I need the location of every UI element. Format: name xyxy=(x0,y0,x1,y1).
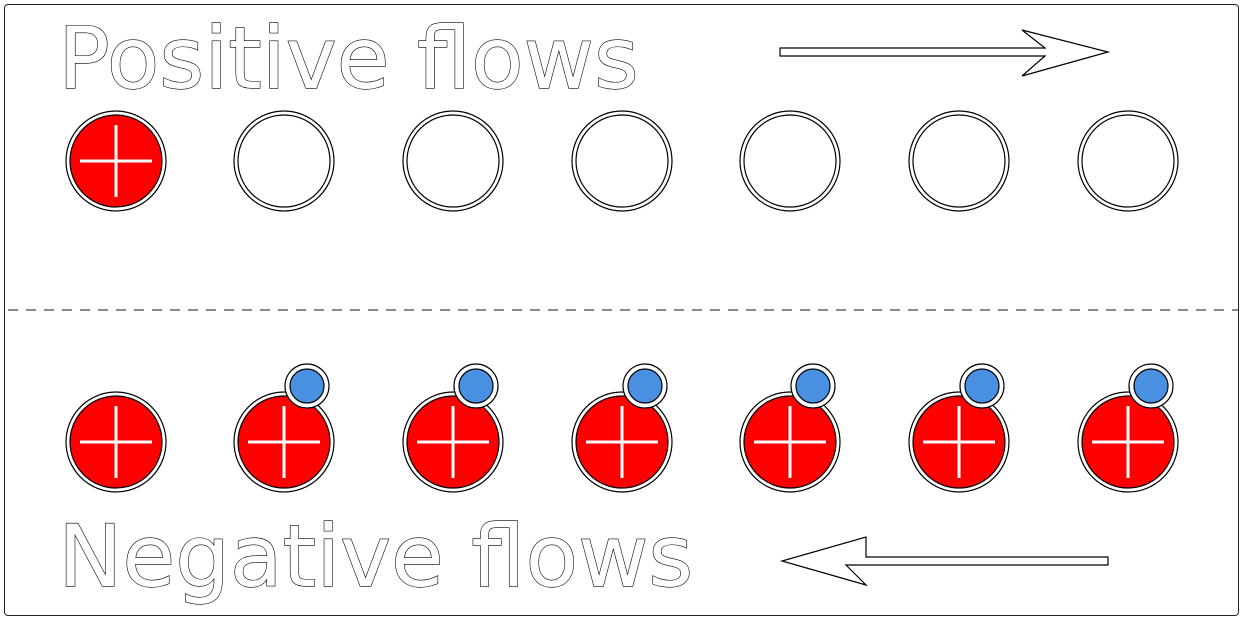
empty-slot xyxy=(571,110,673,212)
blue-dot-icon xyxy=(622,363,668,409)
blue-dot-icon xyxy=(284,363,330,409)
empty-slot xyxy=(739,110,841,212)
plus-charge-icon xyxy=(739,391,841,493)
diagram-frame xyxy=(4,4,1239,616)
blue-dot-icon xyxy=(790,363,836,409)
plus-charge-icon xyxy=(402,391,504,493)
empty-slot xyxy=(1077,110,1179,212)
plus-charge-icon xyxy=(908,391,1010,493)
blue-dot-icon xyxy=(959,363,1005,409)
plus-charge-icon xyxy=(233,391,335,493)
left-arrow-icon xyxy=(779,536,1109,587)
empty-slot xyxy=(402,110,504,212)
blue-dot-icon xyxy=(1128,363,1174,409)
negative-flows-title: Negative flows xyxy=(58,507,693,607)
positive-flows-title: Positive flows xyxy=(58,9,639,109)
plus-charge-icon xyxy=(65,110,167,212)
empty-slot xyxy=(233,110,335,212)
plus-charge-icon xyxy=(1077,391,1179,493)
plus-charge-icon xyxy=(571,391,673,493)
empty-slot xyxy=(908,110,1010,212)
plus-charge-icon xyxy=(65,391,167,493)
blue-dot-icon xyxy=(453,363,499,409)
right-arrow-icon xyxy=(779,29,1111,77)
negative-row xyxy=(65,363,1179,493)
positive-row xyxy=(65,110,1179,212)
